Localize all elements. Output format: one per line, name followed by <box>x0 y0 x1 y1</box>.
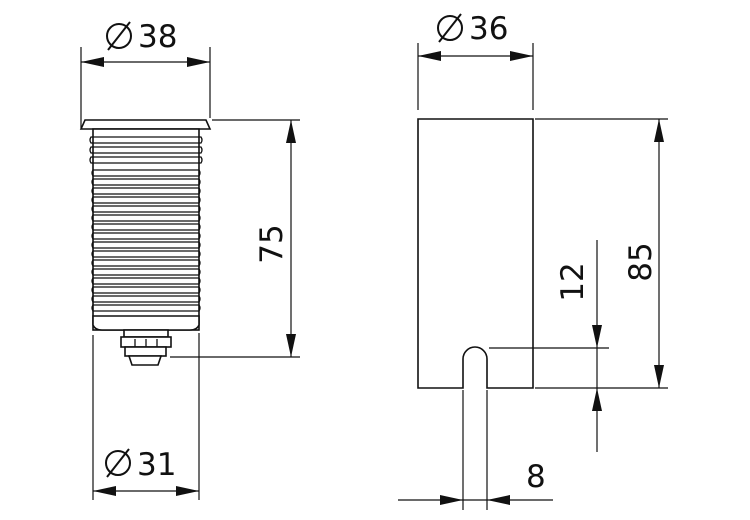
diameter-symbol-icon <box>106 21 132 51</box>
arrow-12-top <box>592 325 602 348</box>
rib-groove <box>91 295 201 303</box>
arrow-height-bottom <box>286 334 296 357</box>
rib-groove <box>91 304 201 312</box>
height-value: 75 <box>254 224 290 263</box>
rib-groove <box>91 241 201 249</box>
diameter-symbol-icon <box>437 13 463 43</box>
sleeve-diameter-value: 36 <box>469 11 508 47</box>
arrow-12-bottom <box>592 388 602 411</box>
rib-grooves <box>91 169 201 312</box>
flange <box>79 119 212 130</box>
rib-groove <box>91 178 201 186</box>
arrow-bottom-right <box>176 486 199 496</box>
arrow-36-right <box>510 51 533 61</box>
rib-groove <box>91 214 201 222</box>
slot-height-value: 12 <box>555 262 591 301</box>
left-view: 38 75 <box>79 19 300 500</box>
sleeve-body <box>417 118 534 389</box>
rib-groove <box>91 250 201 258</box>
arrow-bottom-left <box>93 486 116 496</box>
rib-groove <box>91 259 201 267</box>
rib-groove <box>91 223 201 231</box>
slot-width-value: 8 <box>526 459 546 495</box>
arrow-top-right <box>187 57 210 67</box>
arrow-8-left <box>440 495 463 505</box>
bottom-diameter-value: 31 <box>137 447 176 483</box>
rib-groove <box>91 232 201 240</box>
rib-groove <box>91 205 201 213</box>
rib-groove <box>91 196 201 204</box>
right-view: 36 85 12 8 <box>398 11 668 510</box>
sleeve-height-value: 85 <box>623 242 659 281</box>
arrow-height-top <box>286 120 296 143</box>
rib-groove <box>91 268 201 276</box>
collar-rings <box>89 136 203 164</box>
top-diameter-value: 38 <box>138 19 177 55</box>
cable-gland <box>120 329 172 366</box>
arrow-36-left <box>418 51 441 61</box>
diameter-symbol-icon <box>105 448 131 478</box>
arrow-85-top <box>654 119 664 142</box>
arrow-top-left <box>81 57 104 67</box>
rib-groove <box>91 286 201 294</box>
rib-groove <box>91 187 201 195</box>
rib-groove <box>91 169 201 177</box>
bottom-cap <box>92 315 200 331</box>
rib-groove <box>91 277 201 285</box>
arrow-85-bottom <box>654 365 664 388</box>
arrow-8-right <box>487 495 510 505</box>
